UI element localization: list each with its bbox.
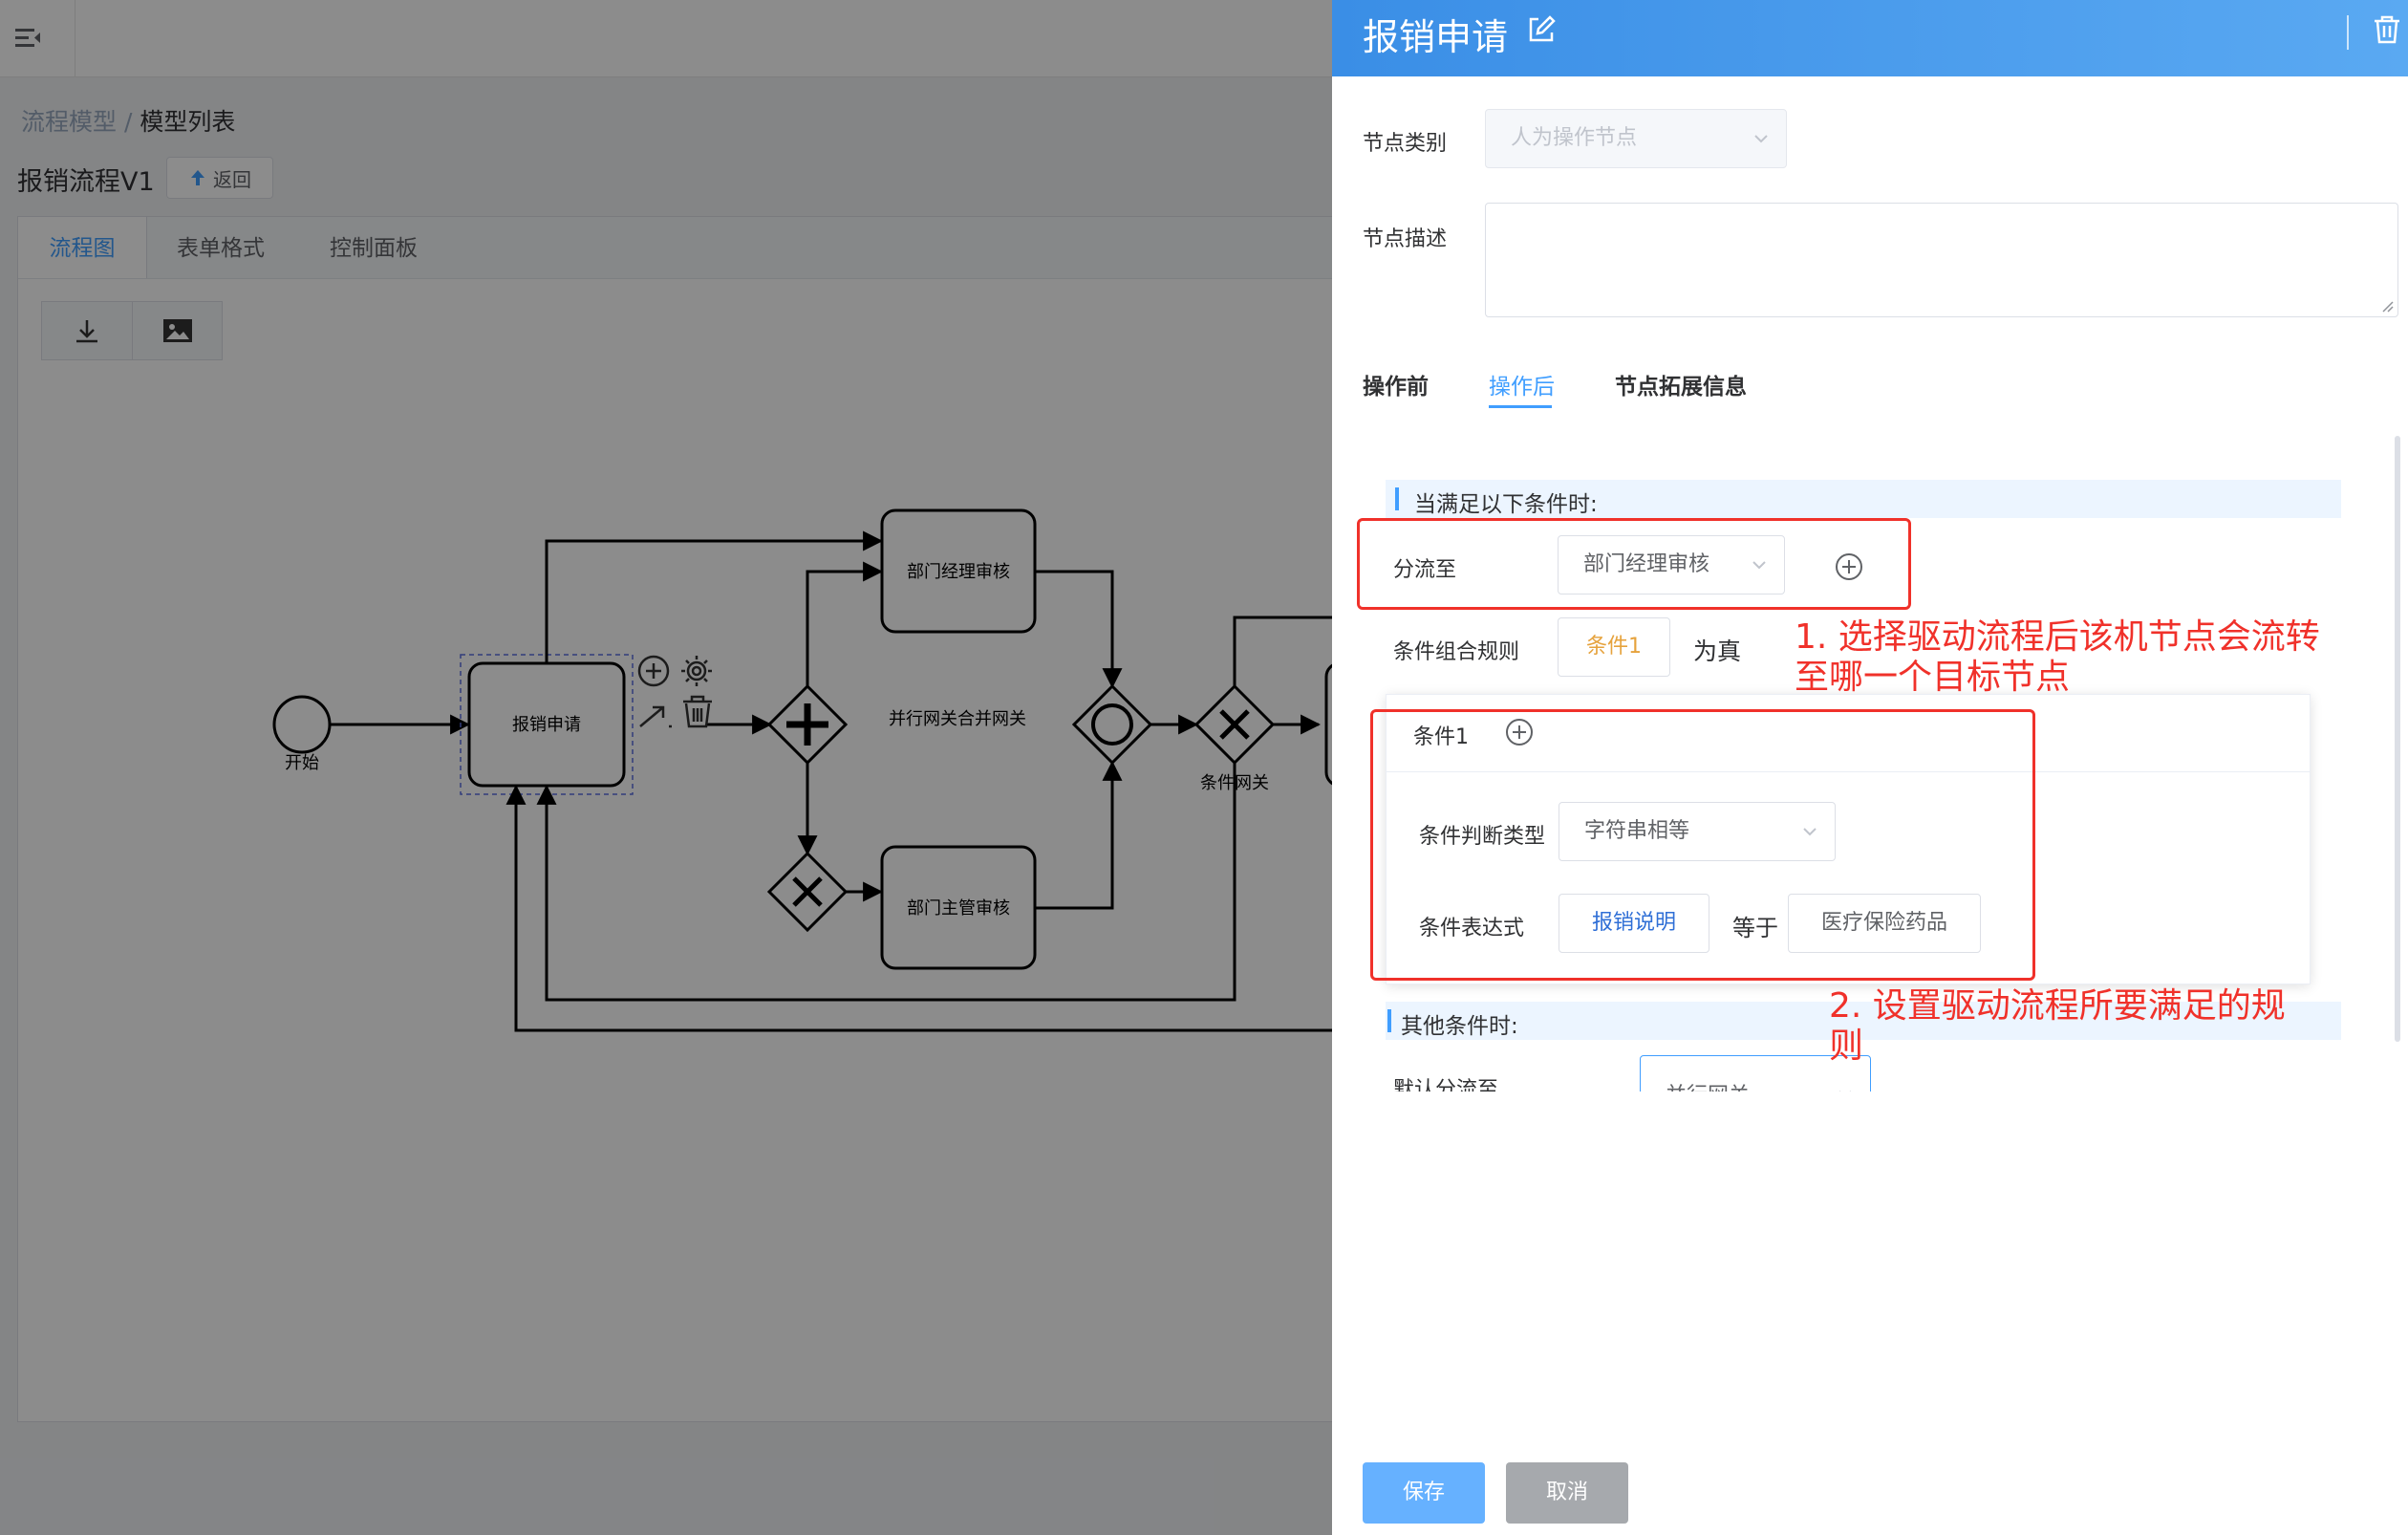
cancel-button[interactable]: 取消 bbox=[1506, 1462, 1628, 1524]
rule-condition-tag[interactable]: 条件1 bbox=[1558, 617, 1670, 677]
condition-card-header: 条件1 bbox=[1387, 695, 2310, 772]
upload-arrow-icon bbox=[191, 170, 204, 185]
expr-field-button[interactable]: 报销说明 bbox=[1559, 894, 1709, 953]
node-type-select: 人为操作节点 bbox=[1485, 109, 1787, 168]
condition-expr-label: 条件表达式 bbox=[1419, 917, 1525, 940]
page-title: 报销流程V1 bbox=[17, 167, 155, 197]
export-image-button[interactable] bbox=[133, 302, 223, 359]
annotation-text-2: 2. 设置驱动流程所要满足的规则 bbox=[1829, 986, 2286, 1066]
add-condition-icon[interactable] bbox=[1505, 718, 1534, 746]
condition-title: 条件1 bbox=[1413, 725, 1469, 749]
condition-gateway-label: 条件网关 bbox=[1200, 773, 1269, 793]
resize-grip-icon[interactable] bbox=[2380, 299, 2394, 313]
rule-suffix: 为真 bbox=[1693, 638, 1742, 665]
tab-form-format[interactable]: 表单格式 bbox=[177, 236, 265, 261]
add-flow-icon[interactable] bbox=[1835, 552, 1863, 581]
task-apply-label: 报销申请 bbox=[512, 715, 581, 735]
chevron-down-icon bbox=[1754, 135, 1768, 143]
task-supervisor-label: 部门主管审核 bbox=[907, 898, 1010, 919]
expr-operator: 等于 bbox=[1732, 915, 1778, 941]
subtab-after[interactable]: 操作后 bbox=[1489, 375, 1555, 400]
tab-control-panel[interactable]: 控制面板 bbox=[330, 236, 418, 261]
node-type-label: 节点类别 bbox=[1363, 132, 1448, 156]
annotation-box-flow-to bbox=[1357, 518, 1911, 610]
breadcrumb-parent[interactable]: 流程模型 bbox=[21, 108, 118, 136]
image-icon bbox=[163, 319, 192, 342]
section-when: 当满足以下条件时: bbox=[1386, 480, 2341, 518]
node-desc-textarea[interactable] bbox=[1485, 203, 2398, 317]
flow-to-label: 分流至 bbox=[1393, 558, 1457, 582]
context-settings-icon[interactable] bbox=[681, 656, 712, 686]
section-other-title: 其他条件时: bbox=[1401, 1014, 1518, 1039]
condition-type-label: 条件判断类型 bbox=[1419, 825, 1546, 849]
edit-icon[interactable] bbox=[1525, 13, 1558, 46]
model-card: 流程图 表单格式 控制面板 bbox=[17, 216, 1355, 1422]
node-config-drawer: 报销申请 节点类别 人为操作节点 节点描述 操作前 操作后 节点拓展信息 当满足… bbox=[1332, 0, 2408, 1535]
save-button[interactable]: 保存 bbox=[1363, 1462, 1485, 1524]
chevron-down-icon bbox=[1752, 561, 1766, 570]
model-tabs: 流程图 表单格式 控制面板 bbox=[18, 217, 1354, 279]
section-other: 其他条件时: bbox=[1386, 1002, 2341, 1040]
drawer-title: 报销申请 bbox=[1363, 16, 1509, 58]
drawer-header: 报销申请 bbox=[1332, 0, 2408, 76]
download-button[interactable] bbox=[42, 302, 133, 359]
bpmn-diagram: 开始 报销申请 部门经理审核 部门主管审核 并行网关合并网关 条件网关 bbox=[272, 508, 1332, 1032]
context-add-icon[interactable] bbox=[637, 655, 670, 687]
start-event-label: 开始 bbox=[285, 753, 319, 773]
back-button[interactable]: 返回 bbox=[166, 157, 273, 199]
breadcrumb-sep: / bbox=[117, 108, 140, 136]
context-connect-icon[interactable] bbox=[639, 705, 675, 728]
drawer-scrollbar[interactable] bbox=[2395, 436, 2400, 1042]
subtab-node-extension[interactable]: 节点拓展信息 bbox=[1615, 375, 1747, 400]
chevron-down-icon bbox=[1839, 1091, 1851, 1092]
back-button-label: 返回 bbox=[213, 167, 251, 191]
node-desc-label: 节点描述 bbox=[1363, 227, 1448, 251]
condition-card: 条件1 条件判断类型 字符串相等 条件表达式 报销说明 等于 医疗保险药品 bbox=[1386, 694, 2311, 984]
task-next-partial bbox=[1324, 663, 1332, 786]
tab-flowchart[interactable]: 流程图 bbox=[18, 217, 147, 278]
section-when-title: 当满足以下条件时: bbox=[1414, 492, 1598, 517]
annotation-text-1: 1. 选择驱动流程后该机节点会流转至哪一个目标节点 bbox=[1795, 617, 2320, 697]
annotation-box-condition bbox=[1370, 709, 2035, 981]
diagram-toolbar bbox=[41, 301, 223, 360]
breadcrumb: 流程模型 / 模型列表 bbox=[21, 103, 235, 138]
subtab-active-indicator bbox=[1489, 405, 1552, 408]
condition-type-value: 字符串相等 bbox=[1584, 819, 1690, 843]
default-flow-row: 默认分流至 并行网关 bbox=[1332, 1051, 2395, 1092]
flow-to-select[interactable]: 部门经理审核 bbox=[1558, 535, 1785, 595]
gateway-overlap-label: 并行网关合并网关 bbox=[889, 709, 1026, 729]
expr-value-button[interactable]: 医疗保险药品 bbox=[1788, 894, 1981, 953]
download-icon bbox=[76, 320, 97, 343]
flow-to-value: 部门经理审核 bbox=[1583, 552, 1710, 576]
trash-icon[interactable] bbox=[2372, 13, 2402, 46]
modal-mask[interactable] bbox=[0, 0, 1332, 1535]
default-flow-select[interactable]: 并行网关 bbox=[1640, 1055, 1871, 1092]
rule-label: 条件组合规则 bbox=[1393, 640, 1520, 664]
node-type-value: 人为操作节点 bbox=[1511, 126, 1638, 150]
default-flow-label: 默认分流至 bbox=[1393, 1078, 1499, 1092]
subtab-before[interactable]: 操作前 bbox=[1363, 375, 1429, 400]
menu-fold-icon[interactable] bbox=[11, 21, 46, 55]
header-divider bbox=[2347, 15, 2349, 50]
context-delete-icon[interactable] bbox=[683, 695, 712, 728]
condition-type-select[interactable]: 字符串相等 bbox=[1559, 802, 1836, 861]
chevron-down-icon bbox=[1803, 828, 1817, 836]
section-mark bbox=[1387, 1009, 1391, 1032]
breadcrumb-current: 模型列表 bbox=[140, 108, 236, 136]
default-flow-value: 并行网关 bbox=[1666, 1068, 1750, 1092]
inclusive-gateway[interactable] bbox=[1071, 683, 1153, 766]
section-mark bbox=[1395, 487, 1399, 510]
task-manager-label: 部门经理审核 bbox=[907, 562, 1010, 582]
